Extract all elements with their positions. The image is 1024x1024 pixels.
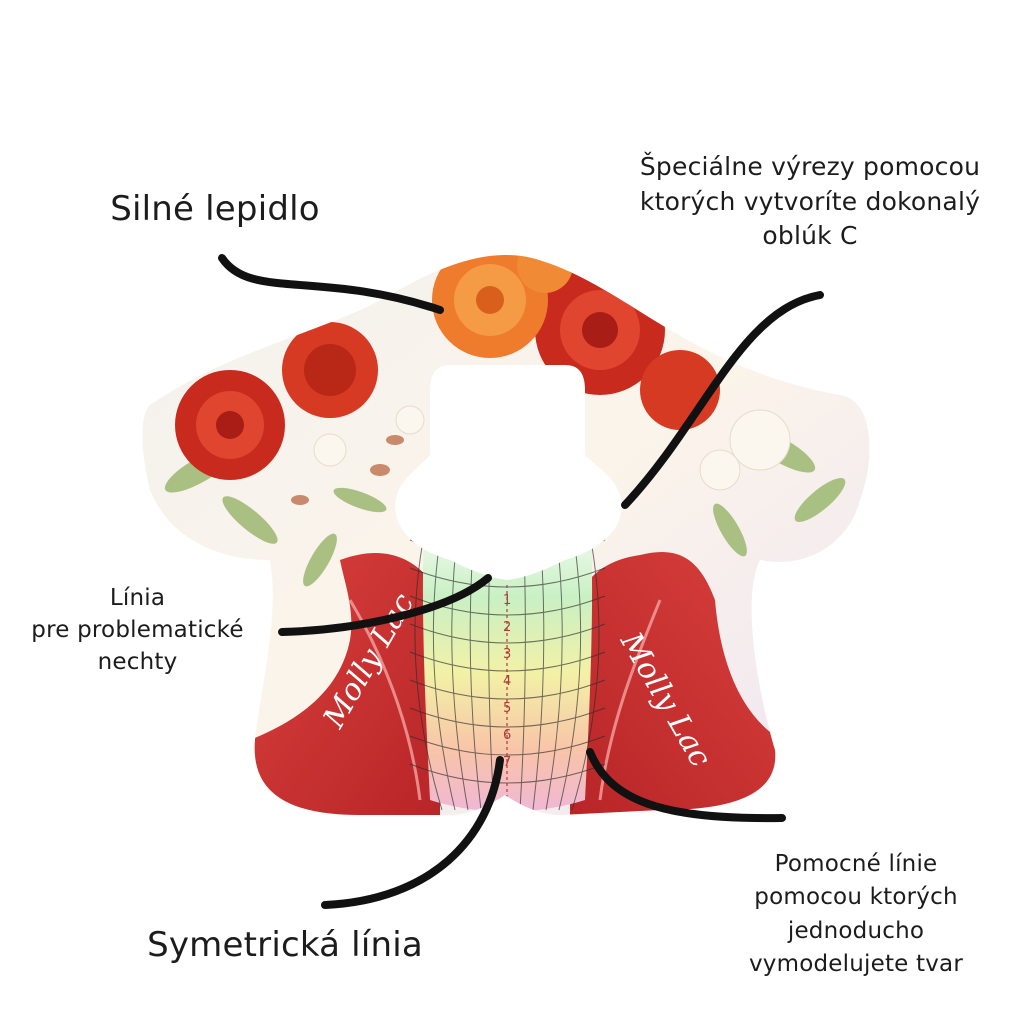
pointer-problem-nails xyxy=(278,574,492,636)
pointer-lines xyxy=(218,254,824,909)
right-wing xyxy=(570,552,790,815)
grid-line-vertical xyxy=(432,519,456,811)
scale-number: 2 xyxy=(503,620,511,635)
pointer-special-cuts xyxy=(621,291,824,509)
label-strong-glue-text: Silné lepidlo xyxy=(110,189,320,229)
label-symmetry-line-text: Symetrická línia xyxy=(147,925,423,965)
grid-line-vertical xyxy=(414,519,443,811)
label-problem-nails-line-3: nechty xyxy=(97,649,178,676)
scale-number: 6 xyxy=(503,728,511,743)
scale-number: 7 xyxy=(503,755,511,770)
label-guide-lines-line-1: Pomocné línie xyxy=(774,851,938,877)
label-symmetry-line: Symetrická línia xyxy=(110,924,460,967)
label-special-cuts-line-2: ktorých vytvoríte dokonalý xyxy=(639,186,981,216)
finger-cutout xyxy=(395,365,622,580)
scale-number: 5 xyxy=(503,701,511,716)
grid-line-horizontal xyxy=(409,707,606,728)
scale-number: 3 xyxy=(503,647,511,662)
label-problem-nails-line-1: Línia xyxy=(109,585,166,611)
pointer-guide-lines xyxy=(586,748,786,823)
label-problem-nails: Línia pre problematické nechty xyxy=(0,582,275,679)
grid-line-horizontal xyxy=(409,763,606,784)
grid-line-vertical xyxy=(571,519,600,811)
scale-number: 1 xyxy=(503,593,511,608)
label-guide-lines-line-2: pomocou ktorých xyxy=(754,884,958,911)
label-guide-lines-line-4: vymodelujete tvar xyxy=(748,951,964,978)
grid-line-vertical xyxy=(558,519,582,811)
label-special-cuts-line-3: oblúk C xyxy=(762,221,858,250)
pointer-symmetry xyxy=(321,756,504,909)
label-special-cuts: Špeciálne výrezy pomocou ktorých vytvorí… xyxy=(590,150,1024,254)
scale-numbers: 1 2 3 4 5 6 7 xyxy=(503,593,511,770)
label-guide-lines-line-3: jednoducho xyxy=(787,917,925,944)
label-strong-glue: Silné lepidlo xyxy=(70,188,360,231)
label-guide-lines: Pomocné línie pomocou ktorých jednoducho… xyxy=(700,848,1012,981)
grid-line-horizontal xyxy=(409,679,606,700)
label-special-cuts-line-1: Špeciálne výrezy pomocou xyxy=(639,152,981,181)
pointer-strong-glue xyxy=(218,254,444,314)
scale-number: 4 xyxy=(503,674,511,689)
label-problem-nails-line-2: pre problematické xyxy=(31,617,244,644)
